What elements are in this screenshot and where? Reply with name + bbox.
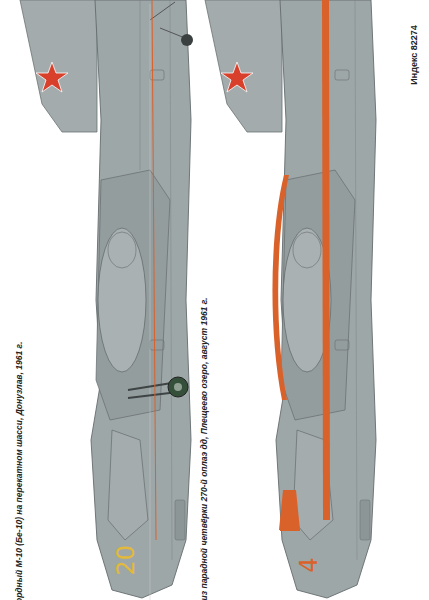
profile-caption: Рекордный М-10 (Бе-10) на перекатном шас… (15, 342, 24, 600)
index-label: Индекс 82274 (410, 25, 420, 85)
tactical-number: 4 (297, 557, 323, 572)
tactical-number: 20 (113, 545, 139, 576)
profile-caption: Бе-10 из парадной четвёрки 270-й оплаэ д… (200, 298, 209, 600)
